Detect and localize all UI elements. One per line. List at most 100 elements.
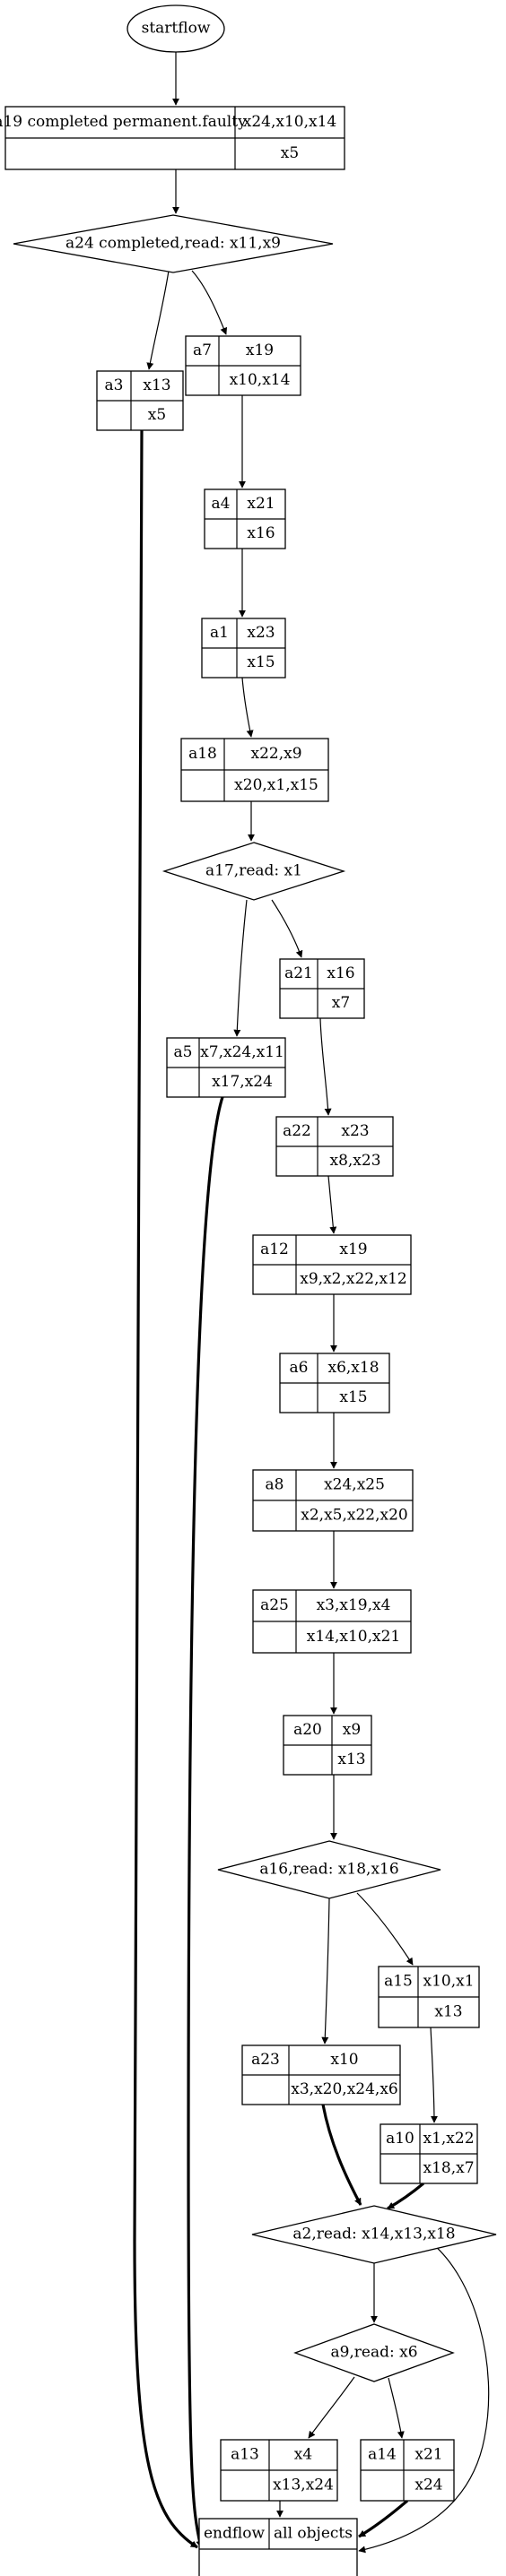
node-a19: a19 completed permanent.faultyx24,x10,x1… <box>0 106 345 170</box>
node-shape <box>251 2205 497 2264</box>
node-a18: a18 x22,x9 x20,x1,x15 <box>180 738 329 802</box>
node-name: a14 <box>368 2446 397 2464</box>
node-a17: a17,read: x1 <box>161 842 346 901</box>
node-a12: a12 x19 x9,x2,x22,x12 <box>252 1234 412 1295</box>
node-vars: x21 <box>414 2446 442 2464</box>
node-a14: a14 x21 x24 <box>360 2439 455 2502</box>
edge-a17-to-a21 <box>271 899 303 958</box>
node-out: x20,x1,x15 <box>234 776 318 794</box>
node-vars: x10,x1 <box>423 1973 474 1991</box>
node-vars: x23 <box>341 1122 369 1140</box>
edge-a9-to-a14 <box>388 2377 405 2439</box>
node-vars: x24,x25 <box>324 1476 385 1494</box>
node-a2: a2,read: x14,x13,x18 <box>251 2205 497 2264</box>
node-out: x13,x24 <box>273 2477 334 2494</box>
node-name: a23 <box>251 2051 280 2069</box>
node-vars: x24,x10,x14 <box>243 113 336 131</box>
node-vars: x3,x19,x4 <box>317 1596 391 1614</box>
node-vars: x10 <box>330 2051 358 2069</box>
node-vars: x23 <box>247 624 275 642</box>
node-endflow: endflow all objects <box>198 2518 358 2576</box>
node-vars: x6,x18 <box>327 1359 379 1377</box>
edge-a23-to-a2 <box>321 2104 362 2206</box>
node-out: x13 <box>337 1750 365 1768</box>
node-shape <box>198 2518 358 2576</box>
edge-a15-to-a10 <box>430 2027 438 2123</box>
node-label: a2,read: x14,x13,x18 <box>292 2226 455 2243</box>
edge-a24-to-a7 <box>191 270 228 335</box>
node-shape <box>217 1840 441 1899</box>
node-vars: x7,x24,x11 <box>200 1043 284 1061</box>
edge-a16-to-a23 <box>321 1897 330 2044</box>
node-name: a13 <box>231 2446 259 2464</box>
node-out: x8,x23 <box>329 1152 380 1170</box>
node-name: a15 <box>384 1973 413 1991</box>
node-a15: a15 x10,x1 x13 <box>378 1966 480 2028</box>
node-name: a20 <box>293 1721 322 1739</box>
edge-a3-to-endflow <box>133 429 198 2549</box>
node-name: a18 <box>188 745 217 763</box>
node-name: a5 <box>174 1043 193 1061</box>
node-name: a19 completed permanent.faulty <box>0 113 247 131</box>
node-label: a24 completed,read: x11,x9 <box>65 235 281 253</box>
node-vars: x16 <box>327 964 354 982</box>
node-name: a22 <box>283 1122 311 1140</box>
edge-a1-to-a18 <box>241 677 254 738</box>
edge-a9-to-a13 <box>308 2376 355 2439</box>
edge-a10-to-a2 <box>387 2182 425 2210</box>
node-vars: x22,x9 <box>250 745 301 763</box>
node-a16: a16,read: x18,x16 <box>217 1840 441 1899</box>
node-out: x5 <box>281 144 299 162</box>
node-out: x9,x2,x22,x12 <box>300 1270 406 1288</box>
node-a20: a20 x9 x13 <box>283 1715 372 1776</box>
node-label: a17,read: x1 <box>205 862 302 880</box>
node-out: x13 <box>434 2003 462 2021</box>
node-vars: x1,x22 <box>423 2130 474 2148</box>
node-vars: x13 <box>143 376 170 394</box>
node-name: a25 <box>260 1596 289 1614</box>
node-label: a16,read: x18,x16 <box>259 1861 398 1879</box>
node-a5: a5 x7,x24,x11 x17,x24 <box>166 1037 286 1098</box>
edge-a21-to-a22 <box>319 1017 332 1116</box>
node-shape <box>13 214 334 273</box>
edge-a14-to-endflow <box>358 2499 409 2538</box>
node-a22: a22 x23 x8,x23 <box>275 1116 394 1177</box>
node-out: x17,x24 <box>212 1073 273 1091</box>
node-name: a12 <box>260 1240 289 1258</box>
node-name: endflow <box>204 2525 265 2543</box>
node-out: x18,x7 <box>423 2159 474 2177</box>
node-name: a3 <box>105 376 124 394</box>
edge-a24-to-a3 <box>146 270 170 370</box>
node-out: x15 <box>247 653 275 671</box>
edges-layer <box>133 52 490 2554</box>
node-vars: x19 <box>246 341 274 359</box>
node-shape <box>126 4 225 53</box>
node-shape <box>161 842 346 901</box>
edge-a2-to-endflow <box>358 2240 490 2554</box>
node-name: a21 <box>284 964 313 982</box>
node-name: a4 <box>212 495 231 513</box>
node-name: a10 <box>386 2130 414 2148</box>
node-a9: a9,read: x6 <box>293 2323 455 2382</box>
node-vars: all objects <box>274 2525 353 2543</box>
node-out: x7 <box>332 994 350 1012</box>
node-vars: x9 <box>343 1721 361 1739</box>
node-name: a6 <box>290 1359 309 1377</box>
node-out: x24 <box>414 2477 442 2494</box>
node-out: x5 <box>148 406 166 424</box>
node-shape <box>293 2323 455 2382</box>
edge-a16-to-a15 <box>356 1892 414 1966</box>
node-vars: x19 <box>339 1240 367 1258</box>
node-name: a8 <box>266 1476 284 1494</box>
node-startflow: startflow <box>126 4 225 53</box>
node-label: a9,read: x6 <box>330 2344 417 2362</box>
node-a21: a21 x16 x7 <box>279 958 365 1019</box>
